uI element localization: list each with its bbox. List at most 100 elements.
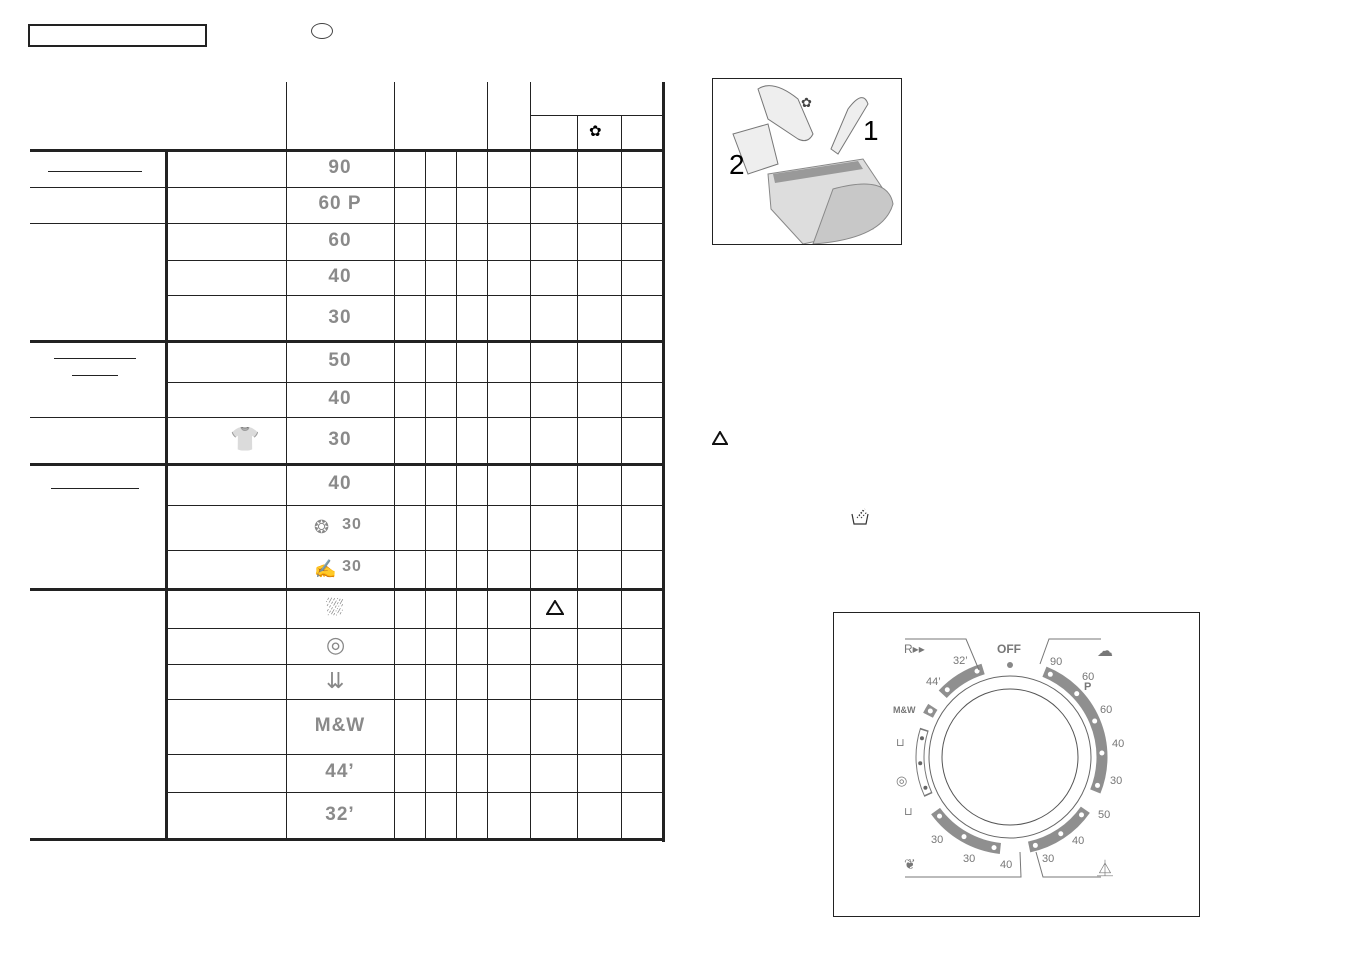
dial-band (931, 807, 1002, 854)
table-line (72, 375, 118, 376)
table-line (286, 82, 287, 840)
table-line (30, 149, 664, 152)
row-temperature: 50 (328, 350, 352, 371)
table-line (166, 382, 664, 383)
flower-icon: ✿ (801, 95, 812, 110)
dial-position-dot (961, 834, 967, 840)
dial-label-32: 32’ (953, 655, 968, 667)
row-temperature: 30 (342, 515, 362, 533)
drawer-drawing: ✿ (732, 85, 894, 244)
table-line (166, 664, 664, 665)
row-temperature: 30 (342, 558, 362, 575)
shirt-icon: 👕 (230, 426, 260, 453)
delicates-icon: ❦ (904, 856, 916, 872)
table-line (166, 699, 664, 700)
table-line (530, 82, 531, 840)
off-dot (1007, 662, 1013, 668)
table-line (30, 588, 664, 591)
table-line (394, 82, 395, 840)
dial-label-30b: 30 (1042, 853, 1055, 865)
row-temperature: 44’ (325, 761, 355, 782)
table-line (166, 260, 664, 261)
dial-position-dot (927, 708, 933, 714)
table-line (54, 358, 136, 359)
table-line (166, 792, 664, 793)
warning-triangle-icon (546, 600, 564, 615)
row-temperature: 60 (328, 229, 352, 251)
dial-position-dot (1074, 691, 1080, 697)
table-line (166, 417, 664, 418)
row-temperature: 40 (328, 473, 352, 494)
table-line (456, 151, 457, 840)
dial-position-dot (1078, 812, 1084, 818)
row-temperature: 40 (328, 265, 352, 287)
dial-label-60: 60 (1082, 671, 1095, 683)
dial-position-dot (944, 687, 950, 693)
dial-label-60b: 60 (1100, 704, 1113, 716)
table-line (425, 151, 426, 840)
dial-label-30: 30 (1110, 775, 1123, 787)
table-line (166, 628, 664, 629)
wool-icon: ❂ (314, 516, 330, 537)
dial-label-wool-30: 30 (963, 853, 976, 865)
dial-position-dot (974, 668, 980, 674)
table-line (30, 223, 166, 224)
dial-position-dot (923, 785, 928, 790)
table-line (166, 295, 664, 296)
programme-dial[interactable] (833, 612, 1200, 917)
dial-off-label: OFF (997, 642, 1021, 656)
dial-position-dot (1058, 831, 1064, 837)
table-line (530, 115, 664, 116)
dial-label-mw: M&W (893, 705, 916, 715)
table-line (166, 187, 664, 188)
rinse-icon (851, 508, 869, 525)
col-divider (165, 151, 168, 841)
table-line (30, 838, 664, 841)
table-line (487, 82, 488, 840)
table-line (662, 82, 665, 842)
spin-icon: ◎ (326, 632, 346, 657)
dial-label-44: 44’ (926, 676, 941, 688)
dial-label-p: P (1084, 681, 1092, 693)
detergent-drawer-illustration: ✿ 1 2 (712, 78, 902, 245)
row-temperature: 30 (328, 306, 352, 328)
table-line (577, 116, 578, 840)
table-line (621, 116, 622, 840)
dial-label-40c: 40 (1000, 859, 1013, 871)
dial-group-lines (905, 638, 1101, 878)
table-line (30, 187, 166, 188)
softener-flower-icon: ✿ (589, 123, 602, 140)
table-line (166, 550, 664, 551)
dial-position-dot (1047, 671, 1053, 677)
row-temperature: 90 (328, 157, 352, 178)
dial-band (938, 663, 985, 699)
drain-icon: ⇊ (326, 667, 345, 693)
dial-position-dot (1032, 842, 1038, 848)
table-line (30, 463, 664, 466)
row-temperature: M&W (314, 714, 366, 736)
row-temperature: 40 (328, 387, 352, 409)
dial-position-dot (937, 813, 943, 819)
table-line (166, 754, 664, 755)
label-2: 2 (729, 149, 745, 180)
country-badge (311, 23, 333, 39)
dial-position-dot (1099, 750, 1105, 756)
spin-icon: ◎ (896, 773, 908, 788)
hand-wash-icon: ✍ (314, 559, 337, 579)
rapid-icon: R▸▸ (904, 642, 925, 656)
table-line (166, 505, 664, 506)
title-box (28, 24, 207, 47)
rinse-dial-icon: ⊔ (904, 806, 913, 818)
rinse-icon: ⛆ (326, 595, 344, 620)
programme-dial-box (833, 612, 1200, 917)
drain-icon: ⊔ (896, 737, 905, 749)
table-line (30, 340, 664, 343)
row-temperature: 32’ (325, 804, 355, 825)
row-temperature: 60 P (318, 193, 362, 214)
table-line (48, 171, 142, 172)
cotton-icon: ☁ (1097, 643, 1113, 660)
dial-position-dot (919, 736, 924, 741)
dial-knob (941, 688, 1079, 826)
label-1: 1 (863, 115, 879, 146)
